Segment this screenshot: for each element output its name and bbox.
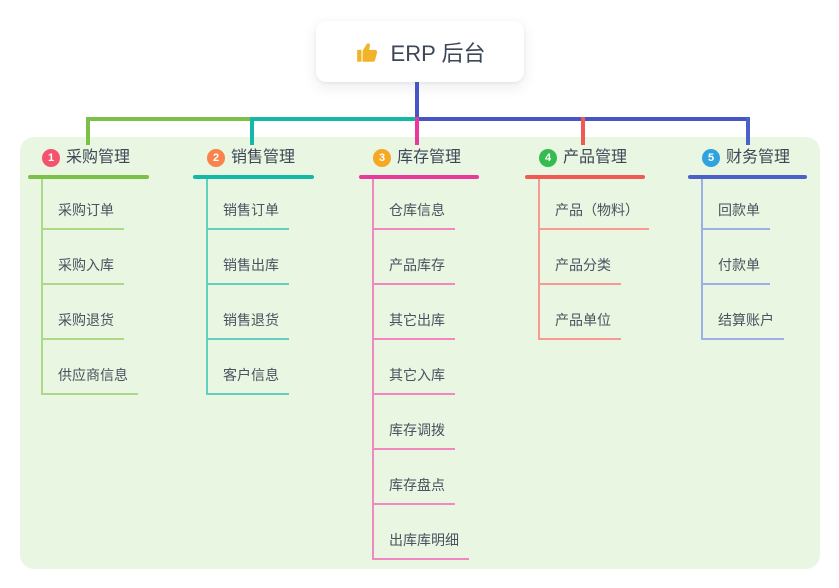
child-node-label: 仓库信息	[389, 202, 445, 218]
child-node[interactable]: 其它出库	[372, 310, 455, 340]
branch-drop-line	[250, 117, 254, 145]
child-node-label: 库存调拨	[389, 422, 445, 438]
children-stem-line	[206, 179, 208, 395]
child-node[interactable]: 产品库存	[372, 255, 455, 285]
child-node-label: 产品（物料）	[555, 202, 639, 218]
branch-node-label: 采购管理	[66, 149, 131, 166]
child-node[interactable]: 供应商信息	[41, 365, 138, 395]
branch-drop-line	[746, 117, 750, 145]
child-node[interactable]: 仓库信息	[372, 200, 455, 230]
child-node-label: 库存盘点	[389, 477, 445, 493]
child-node[interactable]: 采购退货	[41, 310, 124, 340]
root-node[interactable]: ERP 后台	[316, 21, 524, 82]
branch-underline	[359, 175, 479, 179]
child-node-label: 采购退货	[58, 312, 114, 328]
child-node[interactable]: 库存盘点	[372, 475, 455, 505]
branch-node[interactable]: 2 销售管理	[193, 148, 314, 179]
branch-node[interactable]: 3 库存管理	[359, 148, 479, 179]
branch-number-badge: 5	[702, 149, 720, 167]
child-node-label: 产品库存	[389, 257, 445, 273]
branch-number-badge: 1	[42, 149, 60, 167]
child-node[interactable]: 采购订单	[41, 200, 124, 230]
children-stem-line	[701, 179, 703, 340]
branch-number-badge: 3	[373, 149, 391, 167]
child-node-label: 客户信息	[223, 367, 279, 383]
child-node[interactable]: 付款单	[701, 255, 770, 285]
child-node-label: 销售出库	[223, 257, 279, 273]
child-node[interactable]: 产品单位	[538, 310, 621, 340]
child-node-label: 回款单	[718, 202, 760, 218]
child-node[interactable]: 采购入库	[41, 255, 124, 285]
branch-underline	[28, 175, 149, 179]
child-node-label: 产品单位	[555, 312, 611, 328]
child-node[interactable]: 客户信息	[206, 365, 289, 395]
child-node-label: 其它出库	[389, 312, 445, 328]
branch-node-label: 库存管理	[397, 149, 462, 166]
branch-node[interactable]: 1 采购管理	[28, 148, 149, 179]
child-node[interactable]: 销售出库	[206, 255, 289, 285]
child-node[interactable]: 其它入库	[372, 365, 455, 395]
children-stem-line	[372, 179, 374, 560]
branch-node[interactable]: 5 财务管理	[688, 148, 807, 179]
child-node[interactable]: 回款单	[701, 200, 770, 230]
child-node[interactable]: 产品分类	[538, 255, 621, 285]
child-node-label: 采购订单	[58, 202, 114, 218]
child-node-label: 付款单	[718, 257, 760, 273]
branch-number-badge: 2	[207, 149, 225, 167]
child-node[interactable]: 结算账户	[701, 310, 784, 340]
child-node-label: 采购入库	[58, 257, 114, 273]
branch-underline	[193, 175, 314, 179]
child-node-label: 产品分类	[555, 257, 611, 273]
branch-node-label: 财务管理	[726, 149, 791, 166]
child-node[interactable]: 销售退货	[206, 310, 289, 340]
branch-drop-line	[415, 117, 419, 145]
branch-drop-line	[581, 117, 585, 145]
thumbs-up-icon	[356, 42, 377, 62]
child-node-label: 销售退货	[223, 312, 279, 328]
child-node-label: 出库库明细	[389, 532, 459, 548]
branch-underline	[688, 175, 807, 179]
branch-underline	[525, 175, 645, 179]
branch-number-badge: 4	[539, 149, 557, 167]
child-node[interactable]: 库存调拨	[372, 420, 455, 450]
branch-node-label: 产品管理	[563, 149, 628, 166]
root-connector-line	[415, 82, 419, 118]
branches-container	[20, 137, 820, 569]
child-node[interactable]: 出库库明细	[372, 530, 469, 560]
branch-node[interactable]: 4 产品管理	[525, 148, 645, 179]
child-node[interactable]: 产品（物料）	[538, 200, 649, 230]
branch-drop-line	[86, 117, 90, 145]
children-stem-line	[538, 179, 540, 340]
bus-segment-teal	[253, 117, 417, 121]
child-node-label: 供应商信息	[58, 367, 128, 383]
child-node-label: 其它入库	[389, 367, 445, 383]
root-node-label: ERP 后台	[390, 40, 486, 66]
branch-node-label: 销售管理	[231, 149, 296, 166]
bus-segment-green	[86, 117, 253, 121]
children-stem-line	[41, 179, 43, 395]
child-node-label: 销售订单	[223, 202, 279, 218]
child-node[interactable]: 销售订单	[206, 200, 289, 230]
child-node-label: 结算账户	[718, 312, 774, 328]
